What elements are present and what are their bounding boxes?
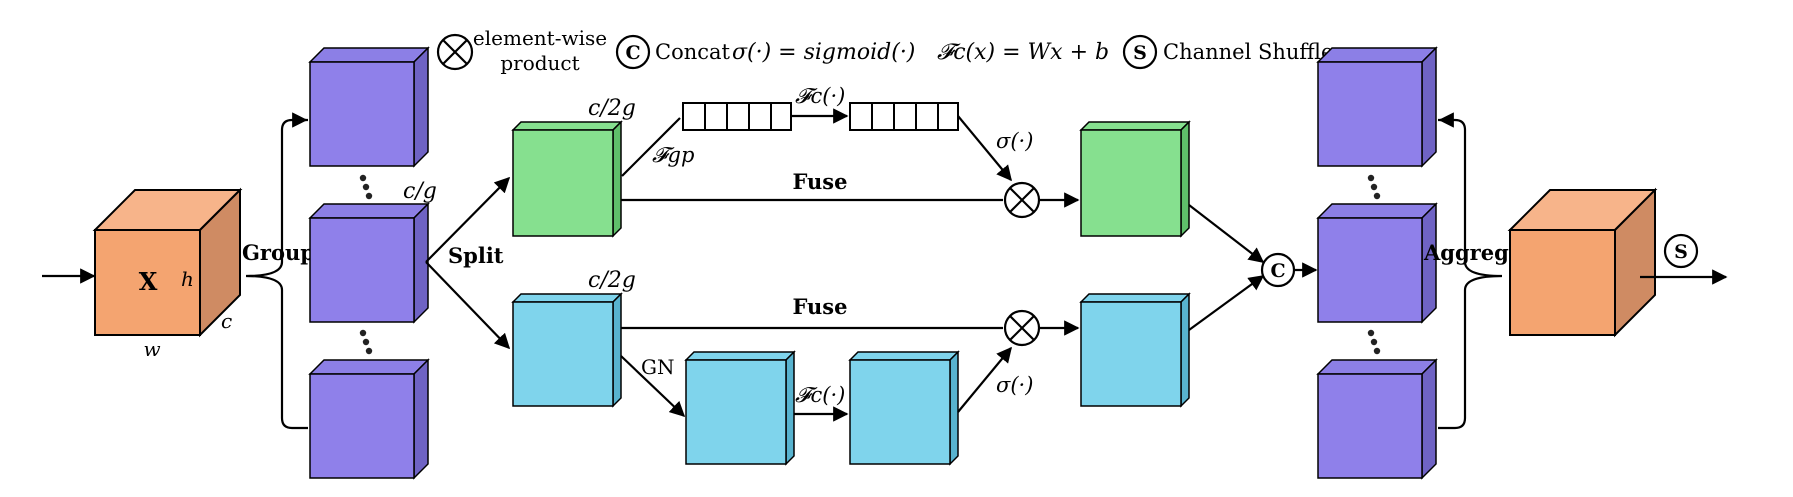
- gn-output-cube: [684, 350, 796, 466]
- fgp-arrow: [621, 117, 681, 177]
- c-over-2g-top-label: c/2g: [588, 96, 636, 121]
- shuffle-symbol: S: [1133, 42, 1147, 64]
- group-cube-3: [308, 358, 430, 480]
- c-over-2g-bottom-label: c/2g: [588, 268, 636, 293]
- sigma-bottom-label: σ(·): [996, 373, 1033, 397]
- shuffle-icon: S: [1122, 34, 1158, 70]
- product-label-line1: element-wise: [473, 26, 607, 50]
- group-brace: [245, 112, 308, 430]
- dots-icon: [359, 329, 373, 355]
- split-arrow-top: [425, 176, 511, 263]
- concat-label: Concat: [655, 40, 731, 64]
- concat-icon: C: [615, 34, 651, 70]
- concat-node-symbol: C: [1270, 260, 1285, 282]
- product-label-line2: product: [500, 51, 579, 75]
- group-label: Group: [242, 240, 315, 265]
- split-arrow-bottom: [425, 261, 511, 350]
- channel-vector-2: [849, 102, 959, 131]
- legend: element-wise product C Concat σ(·) = sig…: [436, 26, 1333, 75]
- sigma-arrow-top: [957, 115, 1012, 182]
- split-label: Split: [448, 243, 504, 268]
- concat-arrow-bottom: [1188, 275, 1265, 331]
- fuse-top-label: Fuse: [793, 169, 848, 194]
- group-cube-2: [308, 202, 430, 324]
- input-x-label: X: [139, 267, 158, 296]
- spatial-output-cube: [1079, 292, 1191, 408]
- concat-symbol: C: [625, 42, 640, 64]
- c-over-g-label: c/g: [403, 179, 437, 204]
- dots-icon: [1367, 174, 1381, 200]
- shuffle-node: S: [1663, 233, 1699, 269]
- fgp-label: 𝓕gp: [652, 143, 694, 167]
- aggregate-cube-2: [1316, 202, 1438, 324]
- input-feature-cube: X h w c: [92, 187, 243, 361]
- aggregate-brace: [1438, 112, 1503, 430]
- sigma-definition: σ(·) = sigmoid(·): [732, 40, 915, 65]
- input-c-label: c: [221, 309, 232, 333]
- shuffle-label: Channel Shuffle: [1163, 40, 1333, 64]
- otimes-icon: [436, 33, 474, 71]
- fc-bottom-label: 𝓕c(·): [795, 383, 845, 407]
- dots-icon: [359, 174, 373, 200]
- multiply-node-bottom: [1003, 309, 1041, 347]
- output-feature-cube: [1507, 187, 1658, 338]
- fc-top-label: 𝓕c(·): [795, 84, 845, 108]
- gn-arrow: [620, 355, 686, 418]
- channel-vector-1: [682, 102, 792, 131]
- input-w-label: w: [143, 337, 160, 361]
- multiply-node-top: [1003, 181, 1041, 219]
- sigma-arrow-bottom: [957, 346, 1012, 413]
- dots-icon: [1367, 329, 1381, 355]
- aggregate-cube-3: [1316, 358, 1438, 480]
- fc-output-cube: [848, 350, 960, 466]
- shuffle-node-symbol: S: [1674, 241, 1688, 263]
- aggregate-cube-1: [1316, 46, 1438, 168]
- sigma-top-label: σ(·): [996, 129, 1033, 153]
- fc-definition: 𝓕c(x) = Wx + b: [937, 40, 1109, 65]
- concat-node: C: [1260, 252, 1296, 288]
- group-cube-1: [308, 46, 430, 168]
- fuse-bottom-label: Fuse: [793, 294, 848, 319]
- input-h-label: h: [181, 267, 194, 291]
- gn-label: GN: [641, 355, 674, 379]
- channel-output-cube: [1079, 120, 1191, 238]
- spatial-branch-cube: [511, 292, 623, 408]
- concat-arrow-top: [1188, 204, 1265, 263]
- channel-branch-cube: [511, 120, 623, 238]
